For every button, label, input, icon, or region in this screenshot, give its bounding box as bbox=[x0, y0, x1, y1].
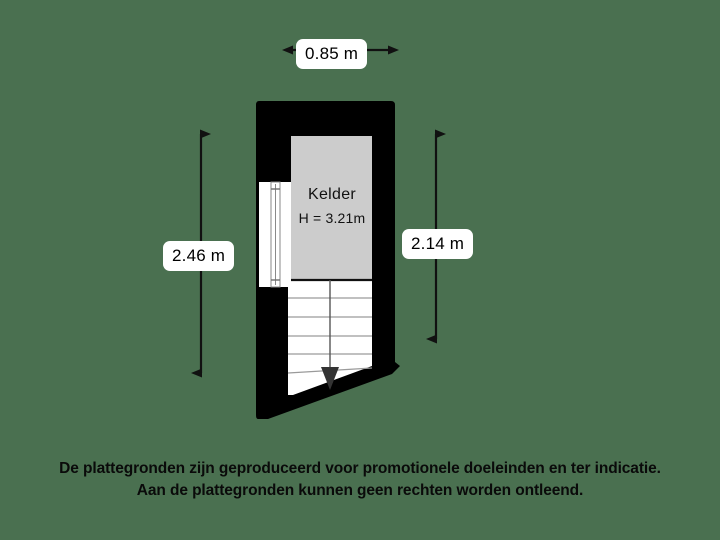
room-kelder bbox=[291, 136, 372, 279]
room-height-label: H = 3.21m bbox=[298, 210, 366, 226]
disclaimer-line-1: De plattegronden zijn geproduceerd voor … bbox=[59, 460, 661, 477]
disclaimer: De plattegronden zijn geproduceerd voor … bbox=[0, 458, 720, 502]
staircase bbox=[287, 278, 373, 395]
dimension-badge-height-right: 2.14 m bbox=[402, 229, 474, 259]
arrow-down-icon bbox=[321, 367, 339, 390]
room-name-label: Kelder bbox=[307, 186, 357, 203]
disclaimer-line-2: Aan de plattegronden kunnen geen rechten… bbox=[136, 482, 584, 499]
dimension-badge-width: 0.85 m bbox=[296, 39, 368, 69]
dimension-badge-height-left: 2.46 m bbox=[163, 241, 235, 271]
window-icon bbox=[259, 181, 291, 288]
